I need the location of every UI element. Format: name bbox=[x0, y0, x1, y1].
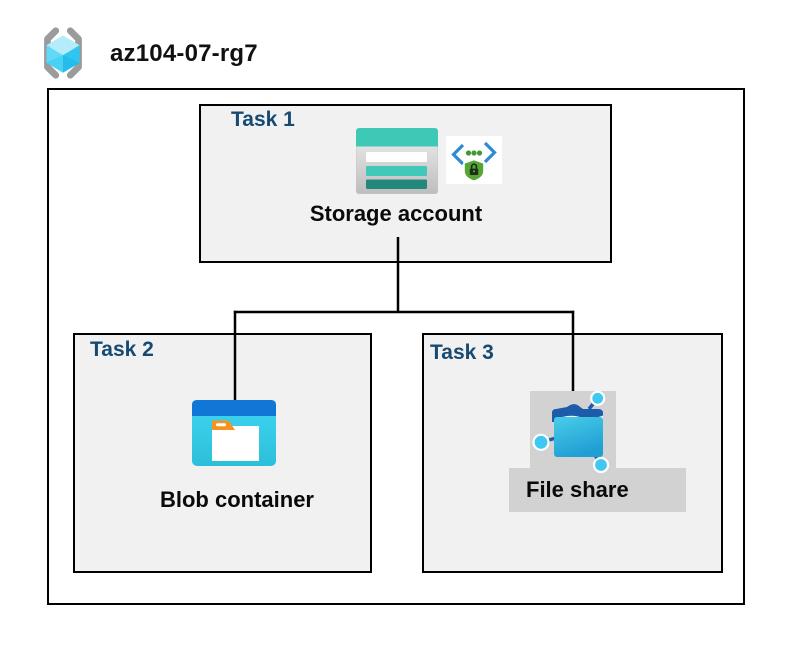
blob-container-icon bbox=[192, 400, 276, 466]
task3-label: Task 3 bbox=[430, 341, 494, 364]
storage-account-label: Storage account bbox=[309, 201, 483, 226]
task2-label: Task 2 bbox=[90, 338, 154, 361]
file-share-icon bbox=[530, 390, 616, 474]
task1-label: Task 1 bbox=[231, 108, 295, 131]
file-share-label: File share bbox=[509, 468, 686, 512]
resource-group-title: az104-07-rg7 bbox=[110, 40, 258, 67]
blob-container-label: Blob container bbox=[159, 487, 314, 512]
shared-access-signature-icon bbox=[446, 136, 502, 184]
storage-account-icon bbox=[356, 128, 438, 194]
resource-group-icon bbox=[44, 27, 82, 79]
file-share-label-text: File share bbox=[526, 477, 629, 502]
